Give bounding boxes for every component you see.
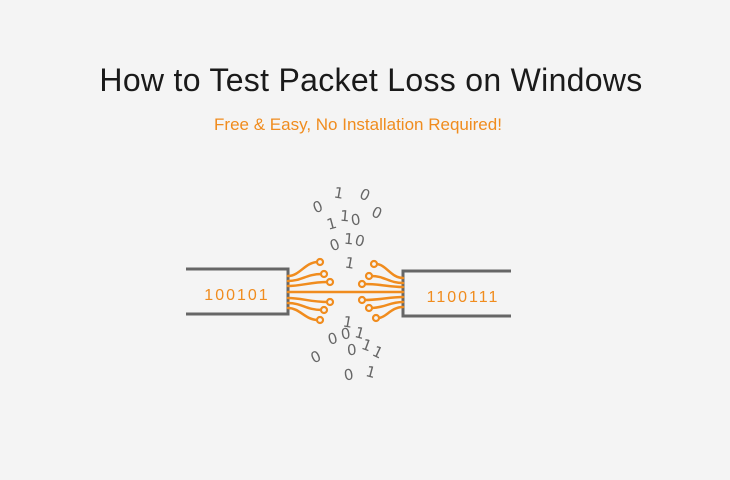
wire-end-nodes xyxy=(315,257,381,325)
wire-bundle xyxy=(286,260,405,322)
left-binary-label: 100101 xyxy=(204,287,269,304)
bit: 0 xyxy=(346,341,357,360)
bit: 0 xyxy=(327,235,342,255)
bit: 1 xyxy=(325,214,339,234)
bit: 1 xyxy=(343,253,356,272)
bit: 0 xyxy=(308,347,324,367)
bit: 1 xyxy=(343,230,354,249)
right-binary-label: 1100111 xyxy=(427,289,500,306)
bit: 1 xyxy=(370,342,386,362)
bit: 0 xyxy=(342,365,355,384)
bit: 1 xyxy=(341,312,354,331)
bit: 1 xyxy=(364,362,378,382)
bit: 0 xyxy=(310,197,325,217)
page-title: How to Test Packet Loss on Windows xyxy=(99,62,643,98)
bit: 0 xyxy=(357,185,373,205)
bit: 0 xyxy=(349,210,362,229)
bit: 0 xyxy=(326,329,340,349)
subtitle: Free & Easy, No Installation Required! xyxy=(214,115,502,134)
bit: 1 xyxy=(339,207,350,226)
bit: 0 xyxy=(339,324,352,343)
bit: 1 xyxy=(353,323,367,343)
bit: 0 xyxy=(353,231,367,251)
floating-bits-top: 0 1 0 1 1 0 0 0 1 0 1 xyxy=(310,183,385,272)
bit: 0 xyxy=(369,203,385,223)
bit: 1 xyxy=(332,183,345,202)
